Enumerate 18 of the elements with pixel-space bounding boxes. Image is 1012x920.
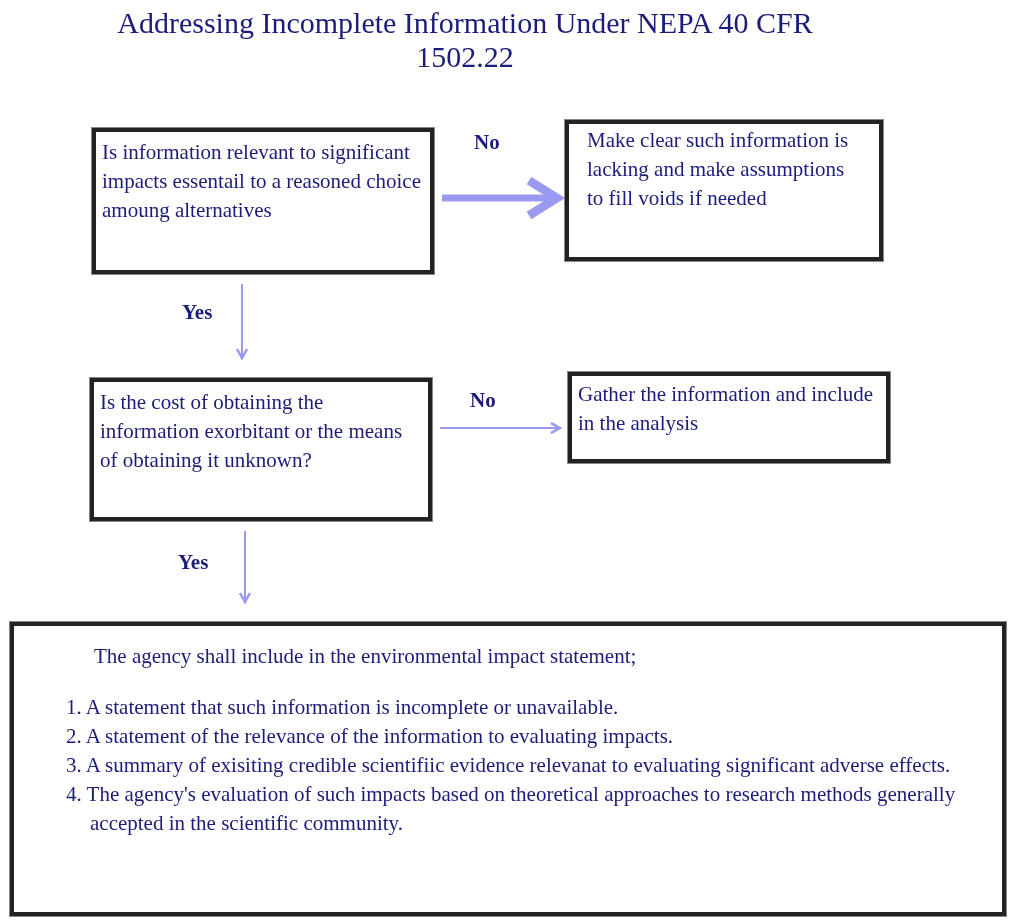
list-item: 4. The agency's evaluation of such impacts based on theoretical approaches to research methods generally accepted in the scientific community. (65, 781, 957, 837)
box-text: Is information relevant to significant impacts essentail to a reasoned choice amoung alternatives (102, 139, 422, 224)
arrow (439, 421, 562, 435)
box-text: Is the cost of obtaining the information exorbitant or the means of obtaining it unknown? (100, 389, 404, 474)
process-box (565, 120, 883, 261)
process-box (10, 622, 1006, 916)
arrow (238, 530, 252, 604)
list-item: 3. A summary of exisiting credible scientifiic evidence relevanat to evaluating significant adverse effects. (65, 752, 952, 779)
diagram-title: Addressing Incomplete Information Under NEPA 40 CFR 1502.22 (116, 6, 814, 74)
statement-heading: The agency shall include in the environmental impact statement; (93, 643, 638, 670)
box-text: Make clear such information is lacking and make assumptions to fill voids if needed (587, 127, 850, 212)
list-item: 1. A statement that such information is incomplete or unavailable. (65, 694, 620, 721)
box-text: Gather the information and include in the analysis (578, 381, 875, 437)
list-item: 2. A statement of the relevance of the information to evaluating impacts. (65, 723, 675, 750)
arrow (235, 283, 249, 360)
process-box (92, 128, 434, 274)
process-box (90, 378, 432, 521)
process-box (568, 372, 890, 463)
